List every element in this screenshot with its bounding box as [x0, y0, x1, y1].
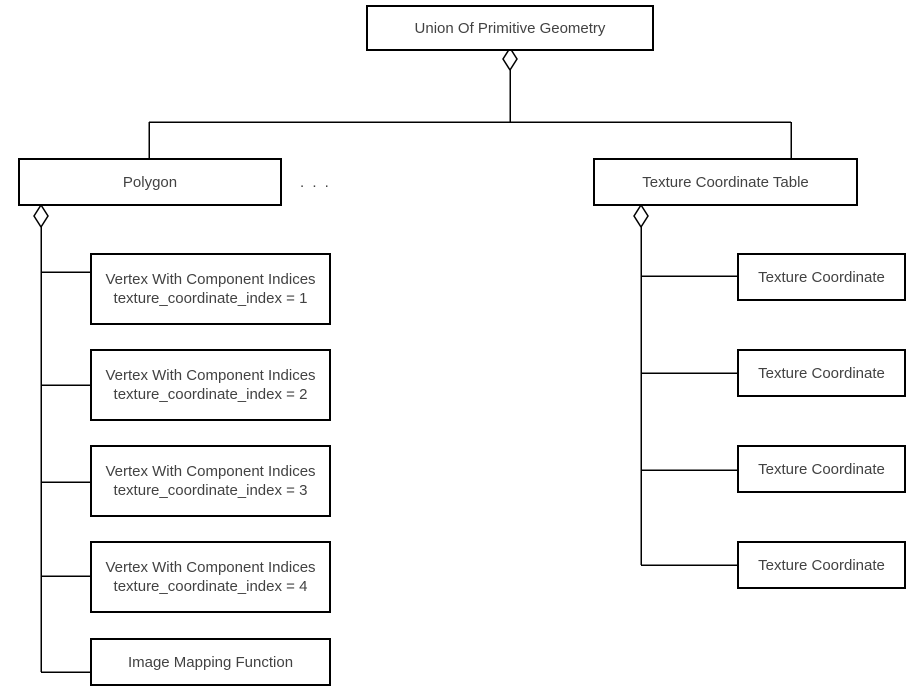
node-union-of-primitive-geometry: Union Of Primitive Geometry	[366, 5, 654, 51]
node-vertex-with-component-indices-3: Vertex With Component Indices texture_co…	[90, 445, 331, 517]
node-label-line2: texture_coordinate_index = 2	[113, 386, 308, 403]
node-label-line1: Vertex With Component Indices	[105, 463, 316, 480]
node-label: Texture Coordinate Table	[642, 173, 809, 191]
node-texture-coordinate-table: Texture Coordinate Table	[593, 158, 858, 206]
node-label: Texture Coordinate	[758, 268, 885, 286]
node-label: Polygon	[122, 173, 178, 191]
node-label: Texture Coordinate	[758, 556, 885, 574]
node-label-line2: texture_coordinate_index = 1	[113, 290, 308, 307]
aggregation-diamond-texture-table	[633, 203, 649, 229]
node-vertex-with-component-indices-4: Vertex With Component Indices texture_co…	[90, 541, 331, 613]
node-polygon: Polygon	[18, 158, 282, 206]
root-trunk-connector	[148, 70, 792, 158]
node-vertex-with-component-indices-2: Vertex With Component Indices texture_co…	[90, 349, 331, 421]
ellipsis-more-polygons: . . .	[300, 174, 331, 191]
polygon-branch-connectors	[40, 227, 90, 673]
node-vertex-with-component-indices-1: Vertex With Component Indices texture_co…	[90, 253, 331, 325]
texture-table-branch-connectors	[640, 227, 737, 566]
node-texture-coordinate-4: Texture Coordinate	[737, 541, 906, 589]
node-label-line1: Vertex With Component Indices	[105, 271, 316, 288]
node-label: Texture Coordinate	[758, 364, 885, 382]
node-texture-coordinate-3: Texture Coordinate	[737, 445, 906, 493]
aggregation-diamond-polygon	[33, 203, 49, 229]
node-label-line2: texture_coordinate_index = 3	[113, 482, 308, 499]
node-label-line1: Vertex With Component Indices	[105, 559, 316, 576]
node-label-line2: texture_coordinate_index = 4	[113, 578, 308, 595]
node-image-mapping-function: Image Mapping Function	[90, 638, 331, 686]
node-texture-coordinate-2: Texture Coordinate	[737, 349, 906, 397]
node-label: Texture Coordinate	[758, 460, 885, 478]
node-label: Union Of Primitive Geometry	[414, 19, 606, 37]
node-texture-coordinate-1: Texture Coordinate	[737, 253, 906, 301]
node-label-line1: Vertex With Component Indices	[105, 367, 316, 384]
aggregation-diamond-root	[502, 46, 518, 72]
node-label: Image Mapping Function	[127, 653, 294, 671]
